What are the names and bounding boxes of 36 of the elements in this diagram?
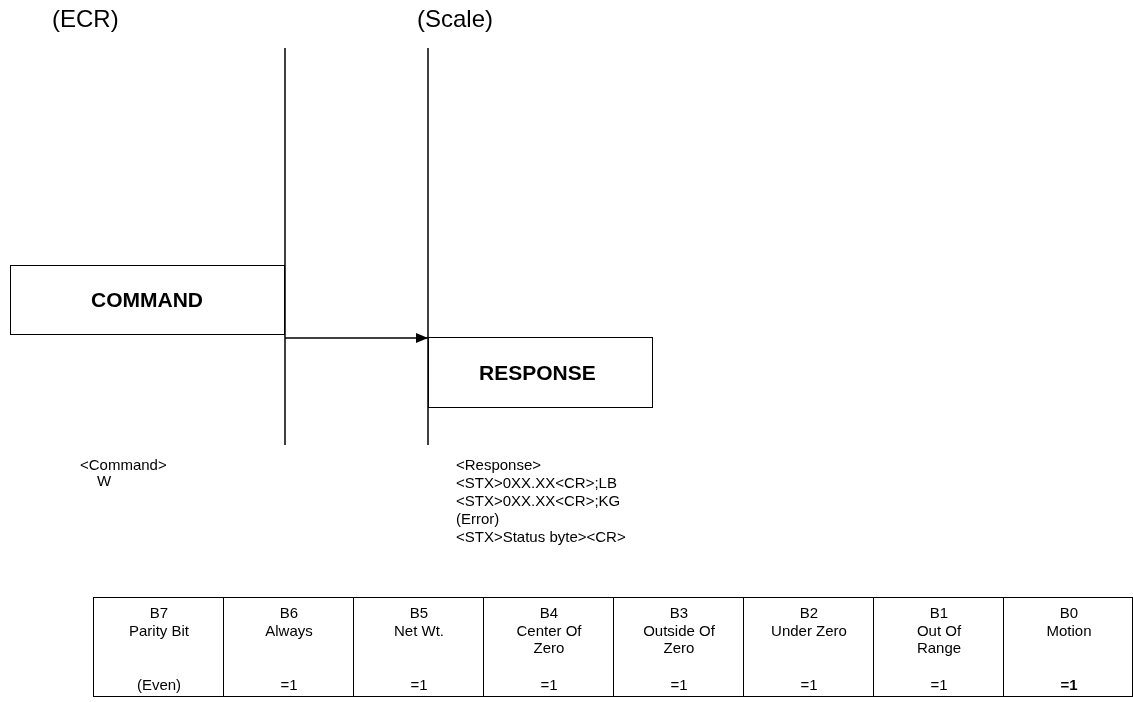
bit-name: Center Of Zero: [515, 622, 583, 656]
command-heading: <Command>: [80, 456, 167, 473]
message-arrow: [284, 333, 429, 343]
bit-name: Under Zero: [770, 622, 848, 639]
bit-number: B0: [1058, 604, 1080, 621]
response-line: <STX>0XX.XX<CR>;KG: [456, 492, 621, 509]
bit-number: B2: [798, 604, 820, 621]
bit-name: Out Of Range: [915, 622, 963, 656]
response-line: <STX>0XX.XX<CR>;LB: [456, 474, 617, 491]
response-heading: <Response>: [456, 456, 542, 473]
bit-name: Net Wt.: [393, 622, 445, 639]
bit-number: B3: [668, 604, 690, 621]
bit-name: Parity Bit: [128, 622, 190, 639]
bit-number: B6: [278, 604, 300, 621]
bit-value: =1: [669, 676, 689, 693]
bit-value: (Even): [135, 676, 183, 693]
bit-name: Outside Of Zero: [642, 622, 716, 656]
lifeline-title: (Scale): [417, 5, 494, 33]
message-box: RESPONSE: [428, 337, 653, 408]
response-line: <STX>Status byte><CR>: [456, 528, 626, 545]
bit-value: =1: [279, 676, 299, 693]
bit-number: B7: [148, 604, 170, 621]
bit-value: =1: [539, 676, 559, 693]
bit-value: =1: [929, 676, 949, 693]
message-box: COMMAND: [10, 265, 285, 335]
bit-value: =1: [409, 676, 429, 693]
command-text: W: [97, 472, 112, 489]
response-line: (Error): [456, 510, 500, 527]
bit-name: Motion: [1045, 622, 1093, 639]
bit-value: =1: [799, 676, 819, 693]
lifeline-title: (ECR): [52, 5, 119, 33]
bit-value: =1: [1059, 676, 1079, 693]
bit-number: B1: [928, 604, 950, 621]
bit-number: B4: [538, 604, 560, 621]
bit-name: Always: [264, 622, 314, 639]
bit-number: B5: [408, 604, 430, 621]
